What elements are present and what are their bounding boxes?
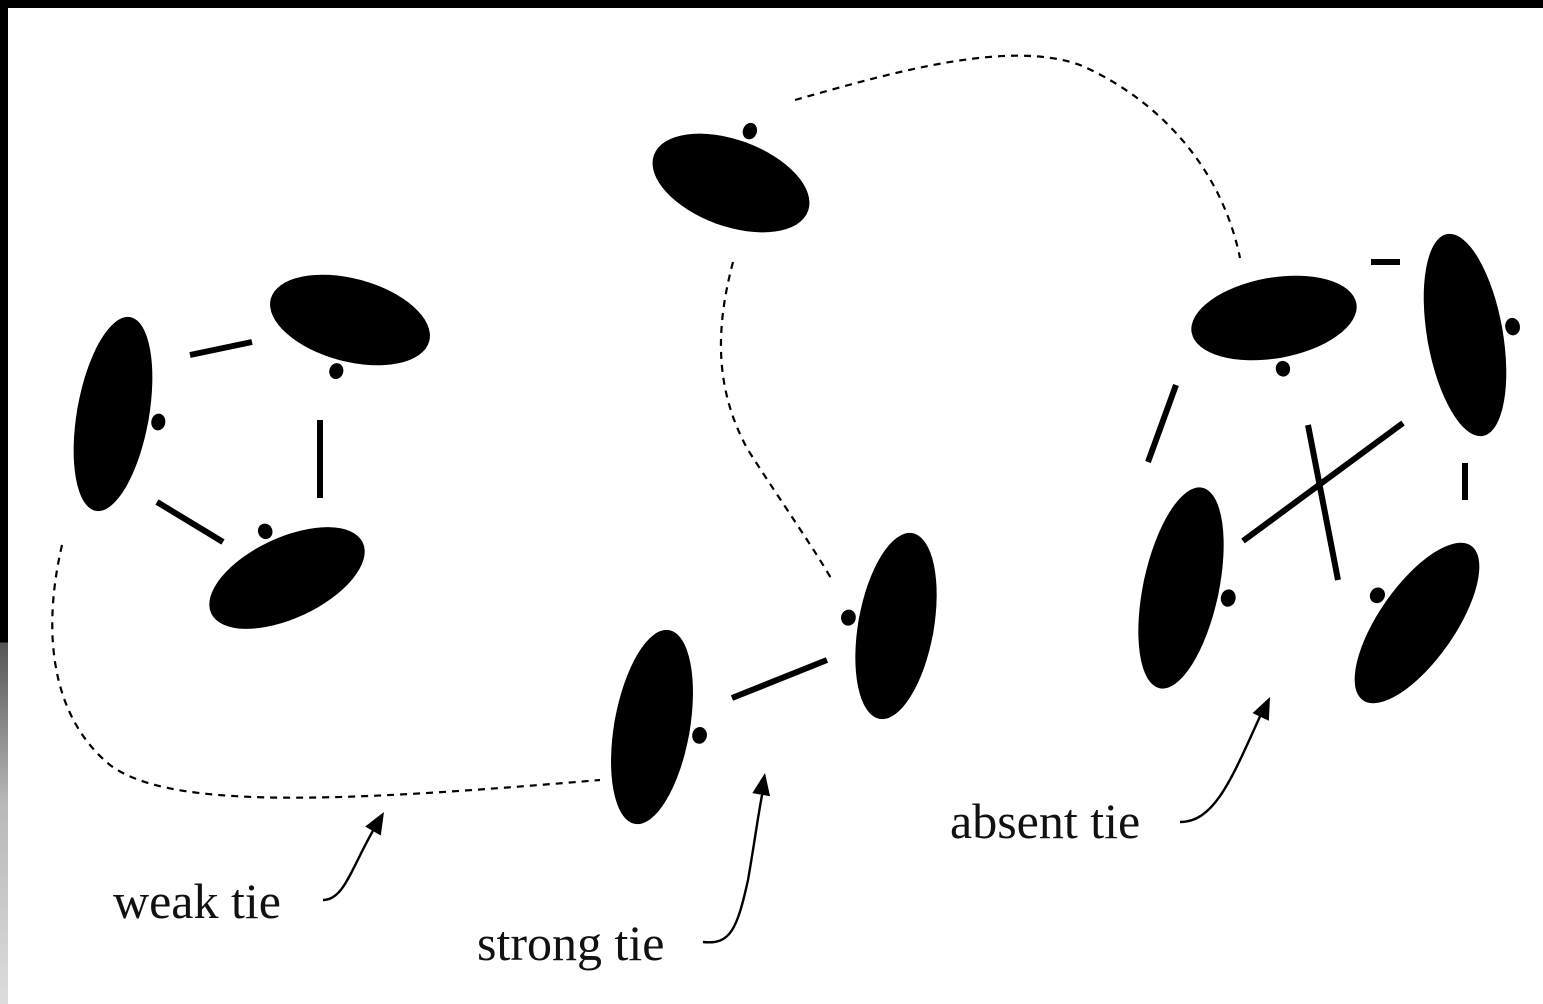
person-middle-left <box>597 623 724 834</box>
weak-tie-label: weak tie <box>113 873 281 929</box>
weak-tie-line-bottom <box>51 544 601 799</box>
strong-tie-left-3 <box>155 499 225 545</box>
weak-tie-line-top <box>794 54 1242 259</box>
person-right-2 <box>1409 224 1538 443</box>
person-left-3 <box>186 488 380 650</box>
strong-tie-middle <box>730 657 829 701</box>
person-right-4 <box>1317 513 1503 722</box>
strong-tie-arrowhead <box>752 771 774 797</box>
strong-tie-right-2 <box>1145 383 1179 464</box>
person-right-1 <box>1184 263 1367 391</box>
strong-tie-left-1 <box>189 339 253 358</box>
absent-tie-pointer <box>1179 711 1264 824</box>
person-middle-right <box>824 523 950 726</box>
weak-tie-pointer <box>322 821 380 902</box>
person-left-2 <box>255 258 440 401</box>
absent-tie-arrowhead <box>1252 693 1279 721</box>
weak-tie-line-middle <box>719 261 833 581</box>
person-right-3 <box>1122 479 1257 700</box>
left-border <box>0 0 8 1004</box>
top-border <box>0 0 1543 8</box>
absent-tie-line-a <box>1241 420 1405 544</box>
weak-tie-arrowhead <box>365 807 392 836</box>
strong-tie-pointer <box>702 789 765 944</box>
absent-tie-line-b <box>1305 424 1341 581</box>
strong-tie-label: strong tie <box>477 915 665 971</box>
person-left-1 <box>60 310 183 521</box>
person-middle-top <box>639 95 830 252</box>
absent-tie-label: absent tie <box>950 793 1141 849</box>
